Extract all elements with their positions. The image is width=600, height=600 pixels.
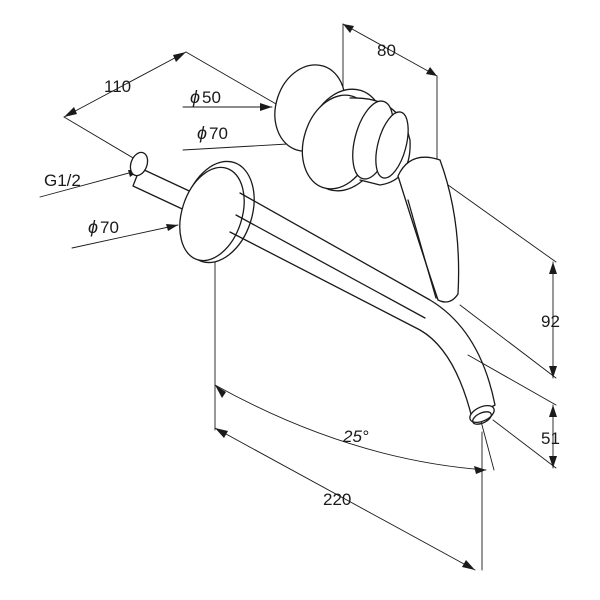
diameter-symbol: ϕ	[197, 123, 208, 143]
handle-assembly	[274, 64, 460, 303]
spout-assembly	[129, 151, 496, 425]
dim-dia70-top-value: 70	[209, 124, 228, 143]
dim-110-label: 110	[104, 77, 132, 96]
dim-dia70-spout-value: 70	[100, 218, 119, 237]
dim-220-label: 220	[323, 490, 352, 509]
dim-51-label: 51	[541, 429, 560, 448]
dim-92-label: 92	[541, 312, 560, 331]
diameter-symbol: ϕ	[88, 217, 99, 237]
diameter-symbol: ϕ	[190, 87, 201, 107]
dim-80-label: 80	[377, 41, 396, 60]
angle-25-label: 25°	[343, 427, 369, 446]
dim-dia50-value: 50	[202, 88, 221, 107]
thread-g12-label: G1/2	[44, 171, 81, 190]
